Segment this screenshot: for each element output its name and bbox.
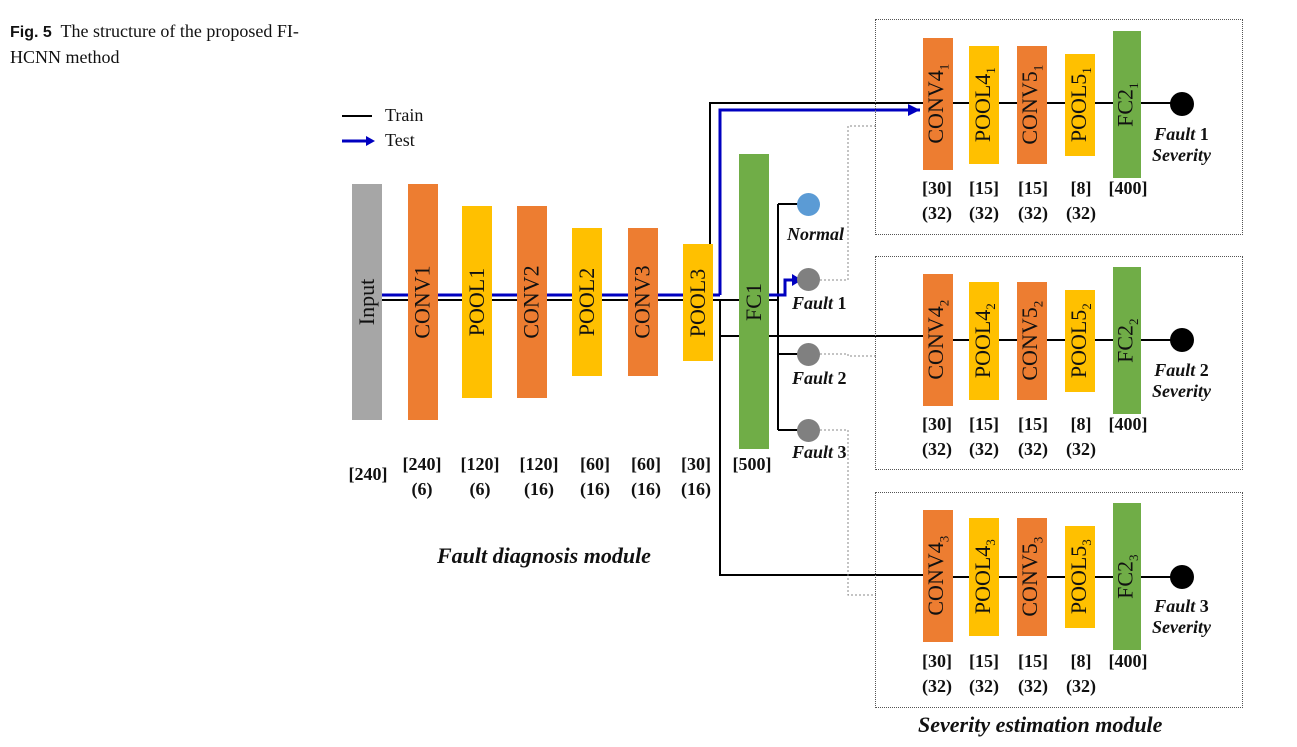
fc1-layer: FC1 xyxy=(739,154,769,449)
pool2-layer: POOL2 xyxy=(572,228,602,376)
severity3-node xyxy=(1170,565,1194,589)
conv1-dims: [240](6) xyxy=(402,454,442,499)
conv1-layer: CONV1 xyxy=(408,184,438,420)
fault2-node xyxy=(797,343,820,366)
severity1-node xyxy=(1170,92,1194,116)
severity2-node xyxy=(1170,328,1194,352)
legend-train: Train xyxy=(385,105,424,125)
conv3-layer: CONV3 xyxy=(628,228,658,376)
severity-box-3 xyxy=(875,492,1243,708)
fault3-label: Fault 3 xyxy=(792,442,847,462)
conv4-1-layer: CONV41 xyxy=(923,38,953,170)
fault1-node xyxy=(797,268,820,291)
severity-box-2 xyxy=(875,256,1243,470)
fault1-label: Fault 1 xyxy=(792,293,847,313)
fault3-node xyxy=(797,419,820,442)
fc1-dims: [500] xyxy=(732,454,772,474)
figure-number: Fig. 5 xyxy=(10,24,52,41)
legend-test: Test xyxy=(385,130,415,150)
pool4-3-layer: POOL43 xyxy=(969,518,999,636)
pool4-2-layer: POOL42 xyxy=(969,282,999,400)
legend-symbols xyxy=(342,115,375,146)
figure-caption-text: The structure of the proposed FI-HCNN me… xyxy=(10,21,299,67)
pool3-layer: POOL3 xyxy=(683,244,713,361)
conv5-3-layer: CONV53 xyxy=(1017,518,1047,636)
conv4-2-layer: CONV42 xyxy=(923,274,953,406)
fc2-1-layer: FC21 xyxy=(1112,31,1141,178)
conv2-dims: [120](16) xyxy=(519,454,559,499)
figure-caption: Fig. 5 The structure of the proposed FI-… xyxy=(10,19,310,69)
severity-box-1 xyxy=(875,19,1243,235)
pool4-1-layer: POOL41 xyxy=(969,46,999,164)
fault2-label: Fault 2 xyxy=(792,368,847,388)
fc2-3-layer: FC23 xyxy=(1112,503,1141,650)
conv2-layer: CONV2 xyxy=(517,206,547,398)
conv5-1-layer: CONV51 xyxy=(1017,46,1047,164)
conv5-2-layer: CONV52 xyxy=(1017,282,1047,400)
pool2-dims: [60](16) xyxy=(580,454,610,499)
pool1-dims: [120](6) xyxy=(460,454,500,499)
pool3-dims: [30](16) xyxy=(681,454,711,499)
conv4-3-layer: CONV43 xyxy=(923,510,953,642)
severity-estimation-title: Severity estimation module xyxy=(918,712,1163,737)
pool1-layer: POOL1 xyxy=(462,206,492,398)
normal-label: Normal xyxy=(787,224,845,244)
input-layer: Input xyxy=(352,184,382,420)
fault-diagnosis-title: Fault diagnosis module xyxy=(437,543,651,568)
normal-node xyxy=(797,193,820,216)
conv3-dims: [60](16) xyxy=(631,454,661,499)
input-dims: [240] xyxy=(348,464,388,484)
pool5-1-layer: POOL51 xyxy=(1065,54,1095,156)
pool5-2-layer: POOL52 xyxy=(1065,290,1095,392)
pool5-3-layer: POOL53 xyxy=(1065,526,1095,628)
fc2-2-layer: FC22 xyxy=(1112,267,1141,414)
